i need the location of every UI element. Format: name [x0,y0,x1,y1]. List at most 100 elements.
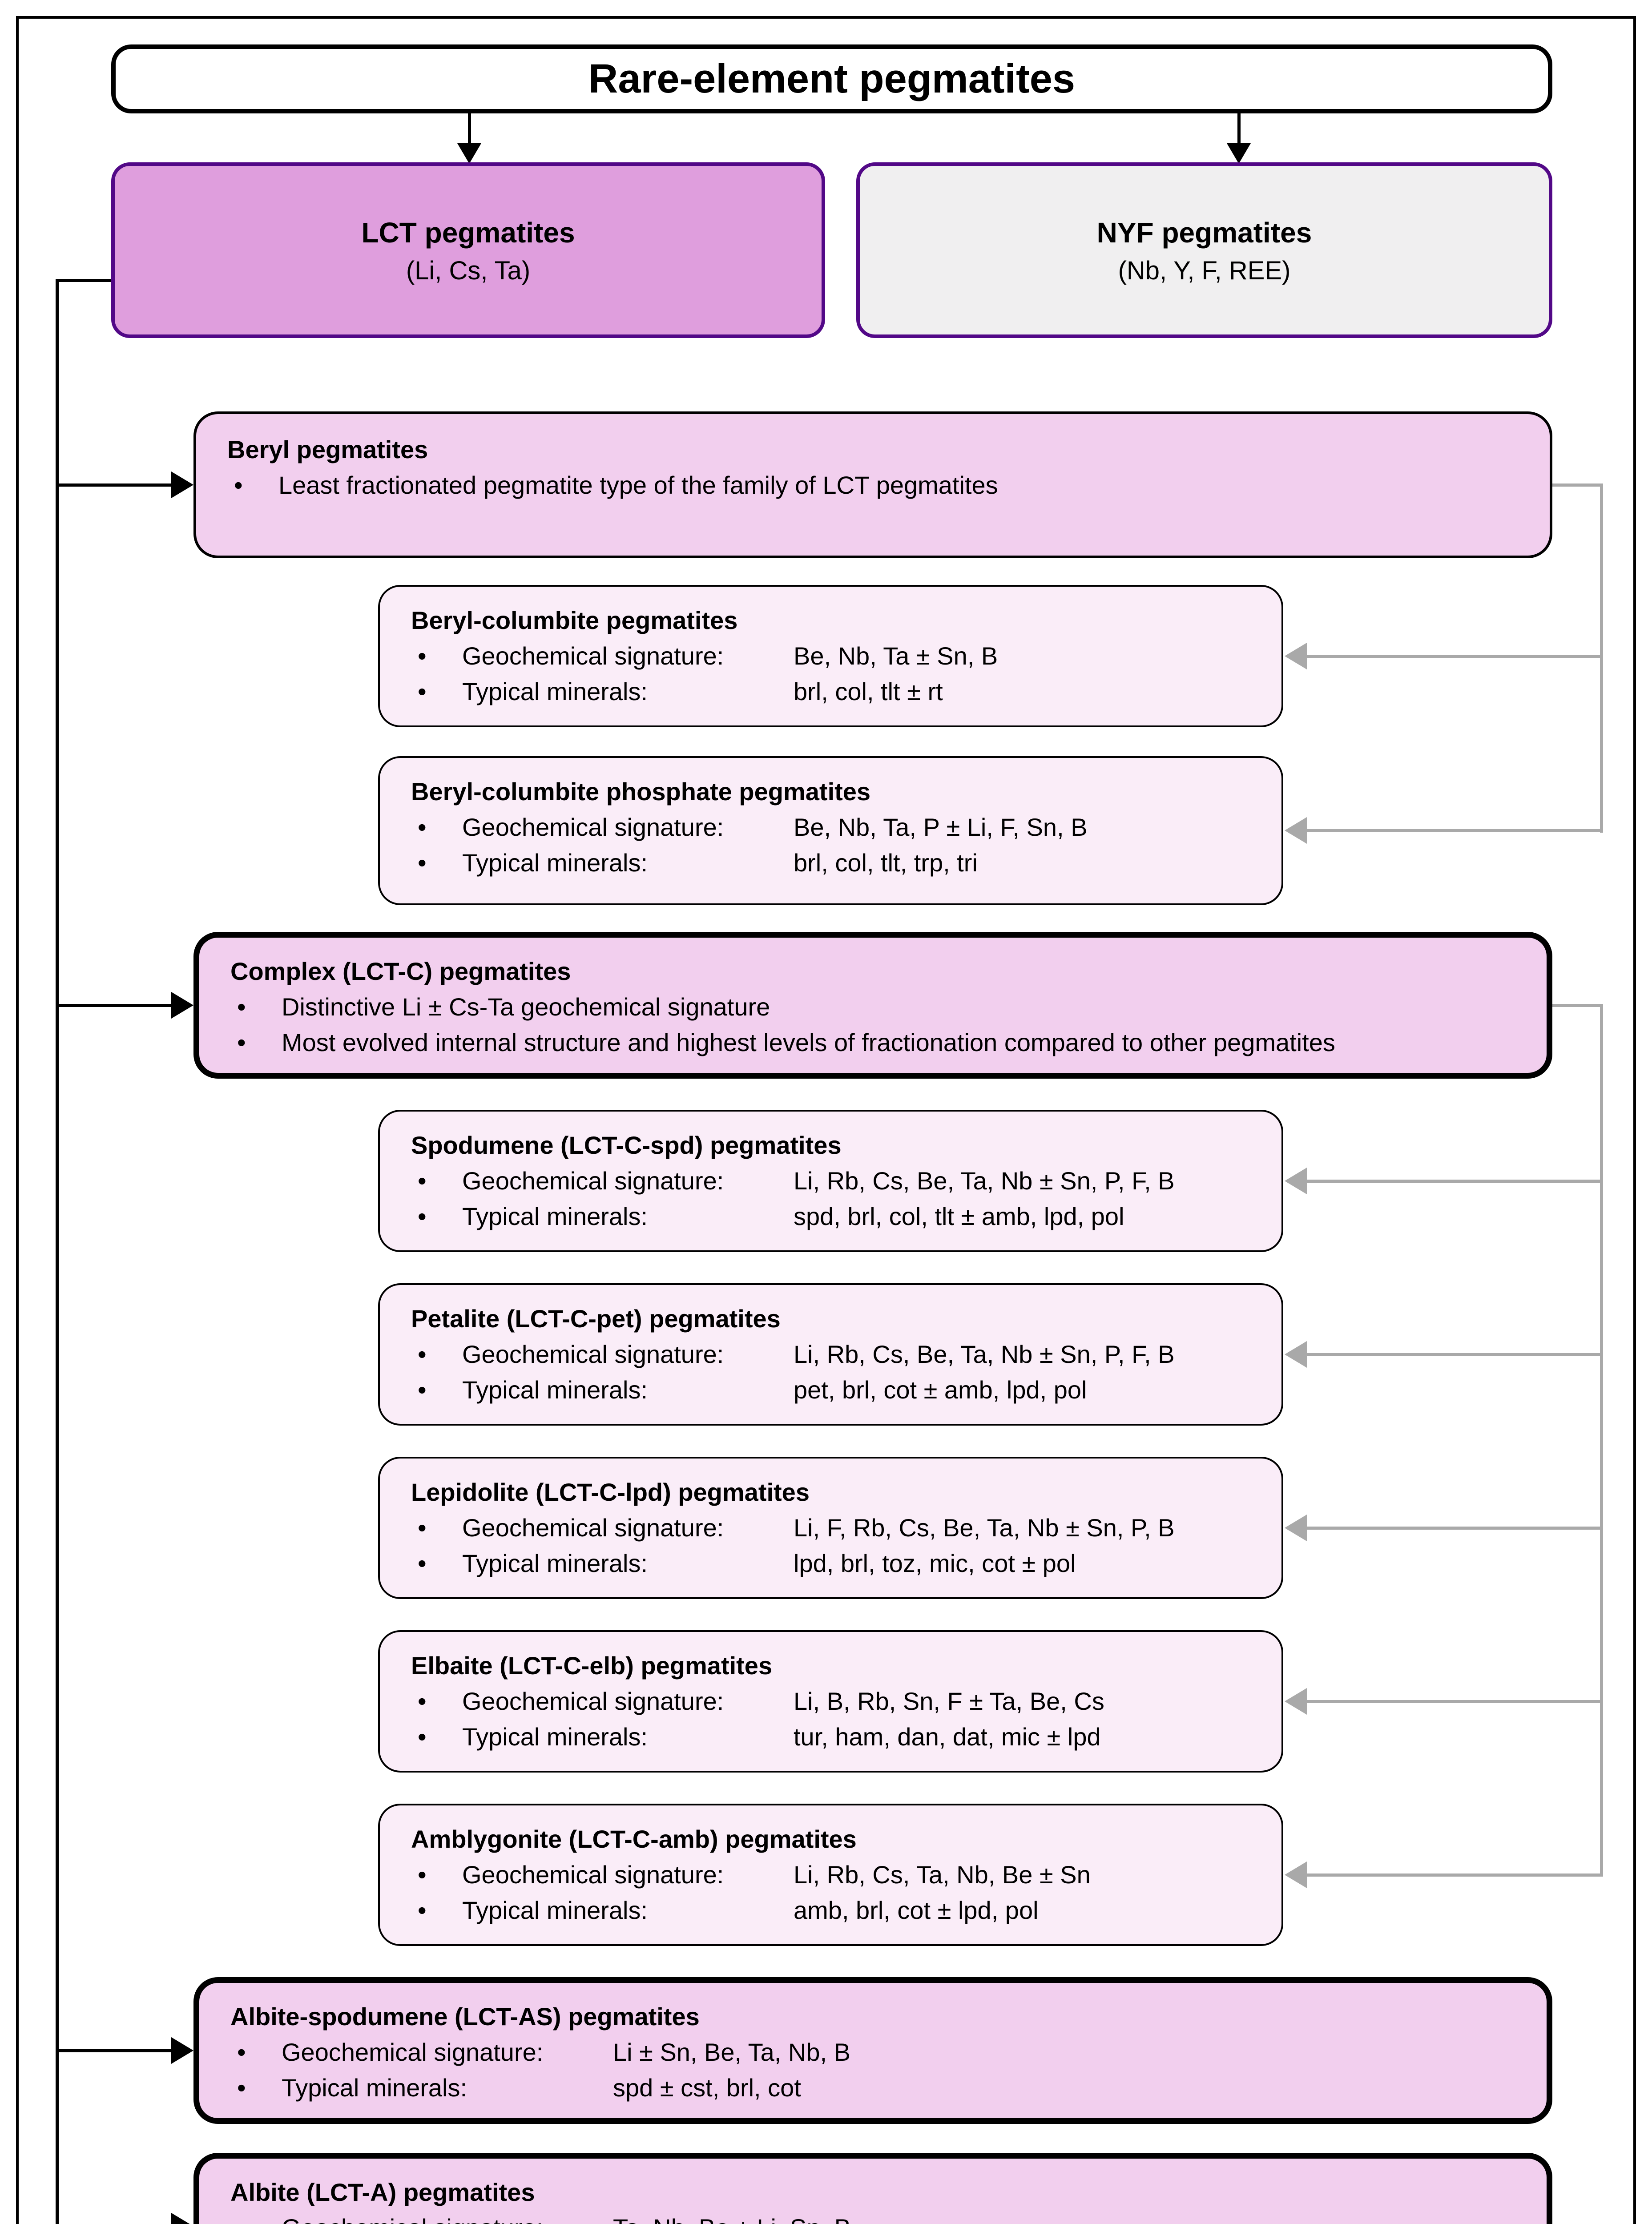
bullet-row-minerals: • Typical minerals: spd ± cst, brl, cot [237,2070,1529,2106]
bullet-icon: • [237,2038,246,2066]
node-rare-element-pegmatites: Rare-element pegmatites [111,44,1552,113]
connector-beryl-trunk [1600,483,1603,833]
bullet-value: Ta, Nb, Be ± Li, Sn, B [613,2210,1529,2224]
bullet-label: Geochemical signature: [462,642,724,670]
bullet-value: Li, Rb, Cs, Be, Ta, Nb ± Sn, P, F, B [794,1167,1175,1195]
node-lct-pegmatites: LCT pegmatites (Li, Cs, Ta) [111,162,825,338]
bullet-row-geochemical: • Geochemical signature: Li, Rb, Cs, Ta,… [418,1857,1264,1893]
box-title: Amblygonite (LCT-C-amb) pegmatites [411,1825,857,1853]
bullet-row-minerals: • Typical minerals: brl, col, tlt ± rt [418,674,1264,709]
lct-subtitle: (Li, Cs, Ta) [406,256,531,285]
node-petalite-pegmatites: Petalite (LCT-C-pet) pegmatites • Geoche… [378,1283,1283,1426]
bullet-icon: • [418,813,427,841]
arrowhead-down-lct [457,143,481,164]
diagram-title: Rare-element pegmatites [588,56,1076,101]
bullet-value: Be, Nb, Ta ± Sn, B [794,642,998,670]
box-title: Spodumene (LCT-C-spd) pegmatites [411,1131,842,1159]
arrowhead-beryl-columbite [1285,643,1307,669]
box-title: Complex (LCT-C) pegmatites [230,957,571,985]
node-albite-spodumene-pegmatites: Albite-spodumene (LCT-AS) pegmatites • G… [193,1977,1552,2124]
bullet-icon: • [418,1896,427,1924]
bullet-value: lpd, brl, toz, mic, cot ± pol [794,1549,1076,1577]
node-albite-pegmatites: Albite (LCT-A) pegmatites • Geochemical … [193,2153,1552,2224]
node-beryl-pegmatites: Beryl pegmatites • Least fractionated pe… [193,411,1552,558]
arrowhead-beryl-columbite-phosphate [1285,817,1307,844]
connector-to-complex [56,1004,172,1007]
bullet-row-geochemical: • Geochemical signature: Be, Nb, Ta ± Sn… [418,638,1264,674]
connector-to-lepidolite [1307,1527,1603,1530]
bullet-row-geochemical: • Geochemical signature: Be, Nb, Ta, P ±… [418,810,1264,845]
bullet-value: amb, brl, cot ± lpd, pol [794,1896,1039,1924]
box-title: Elbaite (LCT-C-elb) pegmatites [411,1652,773,1680]
page-border [16,16,1636,2224]
bullet-row-minerals: • Typical minerals: amb, brl, cot ± lpd,… [418,1893,1264,1928]
bullet-row-geochemical: • Geochemical signature: Li, F, Rb, Cs, … [418,1510,1264,1546]
node-beryl-columbite-phosphate-pegmatites: Beryl-columbite phosphate pegmatites • G… [378,756,1283,905]
arrowhead-beryl [171,471,193,498]
connector-to-elbaite [1307,1700,1603,1703]
bullet-label: Geochemical signature: [462,813,724,841]
bullet-label: Typical minerals: [462,1202,648,1230]
node-complex-lct-c-pegmatites: Complex (LCT-C) pegmatites • Distinctive… [193,932,1552,1079]
bullet-value: tur, ham, dan, dat, mic ± lpd [794,1723,1101,1751]
bullet-row-geochemical: • Geochemical signature: Li ± Sn, Be, Ta… [237,2035,1529,2070]
bullet-label: Geochemical signature: [462,1514,724,1542]
bullet-value: Li ± Sn, Be, Ta, Nb, B [613,2038,850,2066]
arrowhead-complex [171,992,193,1019]
arrowhead-down-nyf [1227,143,1251,164]
connector-to-albite-spodumene [56,2049,172,2052]
bullet-row: • Least fractionated pegmatite type of t… [234,467,1532,503]
connector-beryl-out [1552,483,1603,487]
bullet-value: spd ± cst, brl, cot [613,2074,801,2102]
bullet-value: brl, col, tlt ± rt [794,677,943,705]
node-nyf-pegmatites: NYF pegmatites (Nb, Y, F, REE) [856,162,1552,338]
box-title: Albite (LCT-A) pegmatites [230,2178,535,2206]
bullet-label: Geochemical signature: [462,1861,724,1889]
connector-to-beryl-columbite-phosphate [1307,829,1603,832]
bullet-icon: • [418,1167,427,1195]
connector-complex-trunk [1600,1004,1603,1876]
bullet-icon: • [418,1687,427,1715]
bullet-text: Distinctive Li ± Cs-Ta geochemical signa… [282,993,770,1021]
bullet-icon: • [237,1028,246,1056]
bullet-value: brl, col, tlt, trp, tri [794,849,978,877]
node-elbaite-pegmatites: Elbaite (LCT-C-elb) pegmatites • Geochem… [378,1630,1283,1773]
bullet-row-minerals: • Typical minerals: brl, col, tlt, trp, … [418,845,1264,881]
nyf-title: NYF pegmatites [1096,216,1312,249]
box-title: Beryl pegmatites [227,435,428,463]
bullet-value: Be, Nb, Ta, P ± Li, F, Sn, B [794,813,1088,841]
bullet-row-geochemical: • Geochemical signature: Li, B, Rb, Sn, … [418,1684,1264,1719]
nyf-subtitle: (Nb, Y, F, REE) [1118,256,1291,285]
bullet-row-geochemical: • Geochemical signature: Ta, Nb, Be ± Li… [237,2210,1529,2224]
bullet-label: Typical minerals: [462,1723,648,1751]
bullet-label: Typical minerals: [282,2074,467,2102]
bullet-icon: • [418,1549,427,1577]
bullet-icon: • [418,1514,427,1542]
bullet-label: Typical minerals: [462,677,648,705]
bullet-label: Geochemical signature: [462,1340,724,1368]
node-beryl-columbite-pegmatites: Beryl-columbite pegmatites • Geochemical… [378,585,1283,727]
bullet-row-minerals: • Typical minerals: spd, brl, col, tlt ±… [418,1199,1264,1234]
bullet-icon: • [234,471,243,499]
connector-root-to-lct [468,113,471,145]
bullet-label: Geochemical signature: [462,1167,724,1195]
bullet-text: Least fractionated pegmatite type of the… [278,471,998,499]
arrowhead-petalite [1285,1341,1307,1368]
node-spodumene-pegmatites: Spodumene (LCT-C-spd) pegmatites • Geoch… [378,1110,1283,1252]
bullet-value: spd, brl, col, tlt ± amb, lpd, pol [794,1202,1124,1230]
bullet-row-minerals: • Typical minerals: pet, brl, cot ± amb,… [418,1372,1264,1408]
connector-complex-out [1552,1004,1603,1007]
bullet-row-geochemical: • Geochemical signature: Li, Rb, Cs, Be,… [418,1163,1264,1199]
connector-to-petalite [1307,1353,1603,1356]
arrowhead-spodumene [1285,1168,1307,1194]
arrowhead-albite [171,2213,193,2224]
bullet-value: Li, Rb, Cs, Be, Ta, Nb ± Sn, P, F, B [794,1340,1175,1368]
arrowhead-amblygonite [1285,1861,1307,1888]
bullet-row: • Most evolved internal structure and hi… [237,1025,1529,1060]
box-title: Petalite (LCT-C-pet) pegmatites [411,1305,781,1333]
connector-left-trunk [56,279,59,2224]
connector-lct-branch [56,279,111,282]
box-title: Beryl-columbite phosphate pegmatites [411,778,871,806]
bullet-row-geochemical: • Geochemical signature: Li, Rb, Cs, Be,… [418,1337,1264,1372]
